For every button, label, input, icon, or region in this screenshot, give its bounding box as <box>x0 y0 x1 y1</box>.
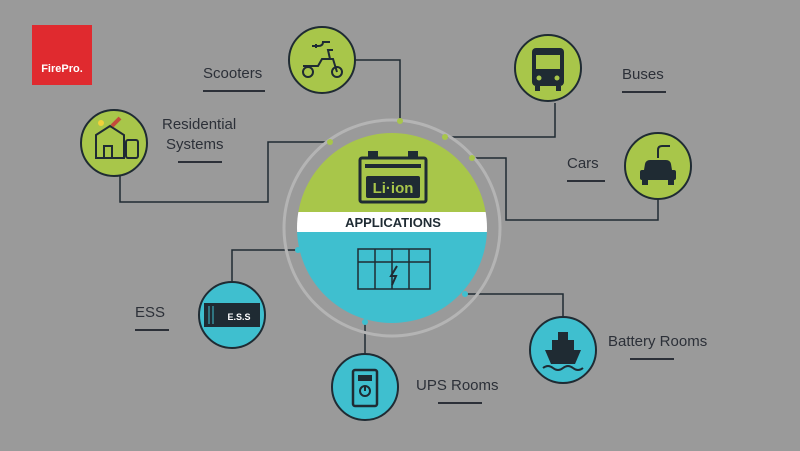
buses-underline <box>622 91 666 93</box>
ess-underline <box>135 329 169 331</box>
battery-rooms-text: Battery Rooms <box>608 333 708 350</box>
scooters-label: Scooters <box>203 64 265 92</box>
bus-icon <box>532 48 564 91</box>
battery-rack-icon <box>357 248 431 290</box>
battery-rooms-label: Battery Rooms <box>608 332 707 360</box>
battery-label: Li·ion <box>373 180 414 197</box>
applications-band <box>297 212 487 232</box>
logo-text: FirePro. <box>41 63 83 75</box>
ups-text: UPS Rooms <box>416 377 499 394</box>
residential-text-line2: Systems <box>166 136 224 153</box>
ups-label: UPS Rooms <box>416 376 499 404</box>
ess-icon-text: E.S.S <box>227 312 250 322</box>
ship-icon <box>542 332 584 371</box>
battery-icon <box>358 151 428 204</box>
ess-label: ESS <box>135 303 169 331</box>
ess-text: ESS <box>135 304 166 321</box>
battery-rooms-underline <box>630 358 674 360</box>
ess-container-icon: E.S.S <box>204 303 260 327</box>
connector-lines <box>119 59 659 355</box>
residential-underline <box>178 161 222 163</box>
applications-label: APPLICATIONS <box>345 215 441 230</box>
connector-residential <box>119 141 328 203</box>
center-bottom-cyan <box>297 232 487 323</box>
connector-buses <box>445 103 556 138</box>
node-residential <box>80 109 148 177</box>
buses-text: Buses <box>622 66 664 83</box>
connector-battery-rooms <box>465 293 564 318</box>
scooters-underline <box>203 90 265 92</box>
buses-label: Buses <box>622 65 666 93</box>
residential-text-line1: Residential <box>162 116 237 133</box>
cars-underline <box>567 180 605 182</box>
scooter-icon <box>302 41 343 78</box>
outer-ring <box>282 118 502 338</box>
house-solar-icon <box>95 116 139 159</box>
cars-label: Cars <box>567 154 605 182</box>
ups-underline <box>438 402 482 404</box>
firepro-logo: FirePro. <box>32 25 92 85</box>
ups-icon <box>351 368 379 408</box>
ring-dots <box>327 118 475 161</box>
residential-label: Residential Systems <box>162 115 262 163</box>
connector-cars <box>472 157 659 221</box>
ring-dots-lower <box>295 247 468 325</box>
scooters-text: Scooters <box>203 65 263 82</box>
connector-ess <box>231 249 298 282</box>
cars-text: Cars <box>567 155 599 172</box>
car-icon <box>640 145 676 185</box>
